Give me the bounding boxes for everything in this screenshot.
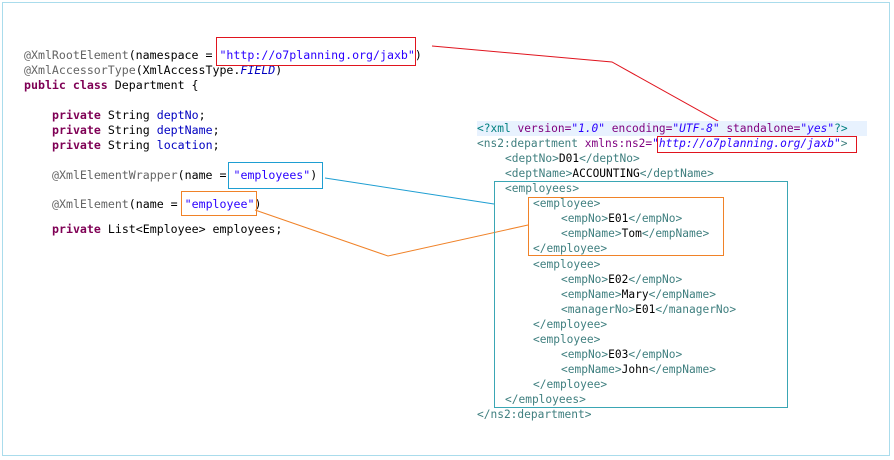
namespace-connector [431, 45, 735, 131]
java-field-employees: private List<Employee> employees; [52, 222, 283, 236]
java-line-xmlelement: @XmlElement(name = "employee") [52, 197, 262, 211]
xml-employee2-empname: <empName>Mary</empName> [561, 288, 716, 301]
xml-namespace-highlight-box [657, 136, 857, 153]
employees-connector [324, 177, 495, 205]
xml-employees-wrapper-box [494, 181, 788, 408]
xml-employees-close: </employees> [505, 393, 586, 406]
employees-highlight-box [228, 162, 323, 189]
employee-connector [254, 209, 529, 257]
xml-employee3-close: </employee> [533, 378, 608, 391]
xml-employee2-open: <employee> [533, 258, 601, 271]
xml-employee-element-box [528, 197, 724, 256]
xml-employee3-empname: <empName>John</empName> [561, 363, 716, 376]
java-field-deptname: private String deptName; [52, 123, 220, 137]
xml-employees-open: <employees> [505, 182, 580, 195]
java-field-location: private String location; [52, 138, 220, 152]
java-line-class: public class Department { [24, 78, 199, 92]
xml-employee1-empname: <empName>Tom</empName> [561, 227, 710, 240]
xml-root-close: </ns2:department> [477, 408, 592, 421]
xml-employee2-managerno: <managerNo>E01</managerNo> [561, 303, 737, 316]
xml-employee1-open: <employee> [533, 197, 601, 210]
xml-employee2-close: </employee> [533, 318, 608, 331]
xml-employee3-empno: <empNo>E03</empNo> [561, 348, 683, 361]
employee-highlight-box [181, 191, 257, 216]
xml-employee1-close: </employee> [533, 242, 608, 255]
java-line-xmlaccessortype: @XmlAccessorType(XmlAccessType.FIELD) [24, 63, 283, 77]
xml-root-open: <ns2:department xmlns:ns2="http://o7plan… [477, 137, 848, 150]
java-field-deptno: private String deptNo; [52, 108, 206, 122]
namespace-highlight-box [216, 37, 416, 66]
xml-employee2-empno: <empNo>E02</empNo> [561, 273, 683, 286]
xml-deptname: <deptName>ACCOUNTING</deptName> [505, 167, 714, 180]
java-line-xmlelementwrapper: @XmlElementWrapper(name = "employees") [52, 168, 318, 182]
xml-employee3-open: <employee> [533, 333, 601, 346]
xml-employee1-empno: <empNo>E01</empNo> [561, 212, 683, 225]
java-line-xmlrootelement: @XmlRootElement(namespace = "http://o7pl… [24, 48, 422, 62]
xml-deptno: <deptNo>D01</deptNo> [505, 152, 640, 165]
xml-declaration: <?xml version="1.0" encoding="UTF-8" sta… [477, 121, 867, 136]
